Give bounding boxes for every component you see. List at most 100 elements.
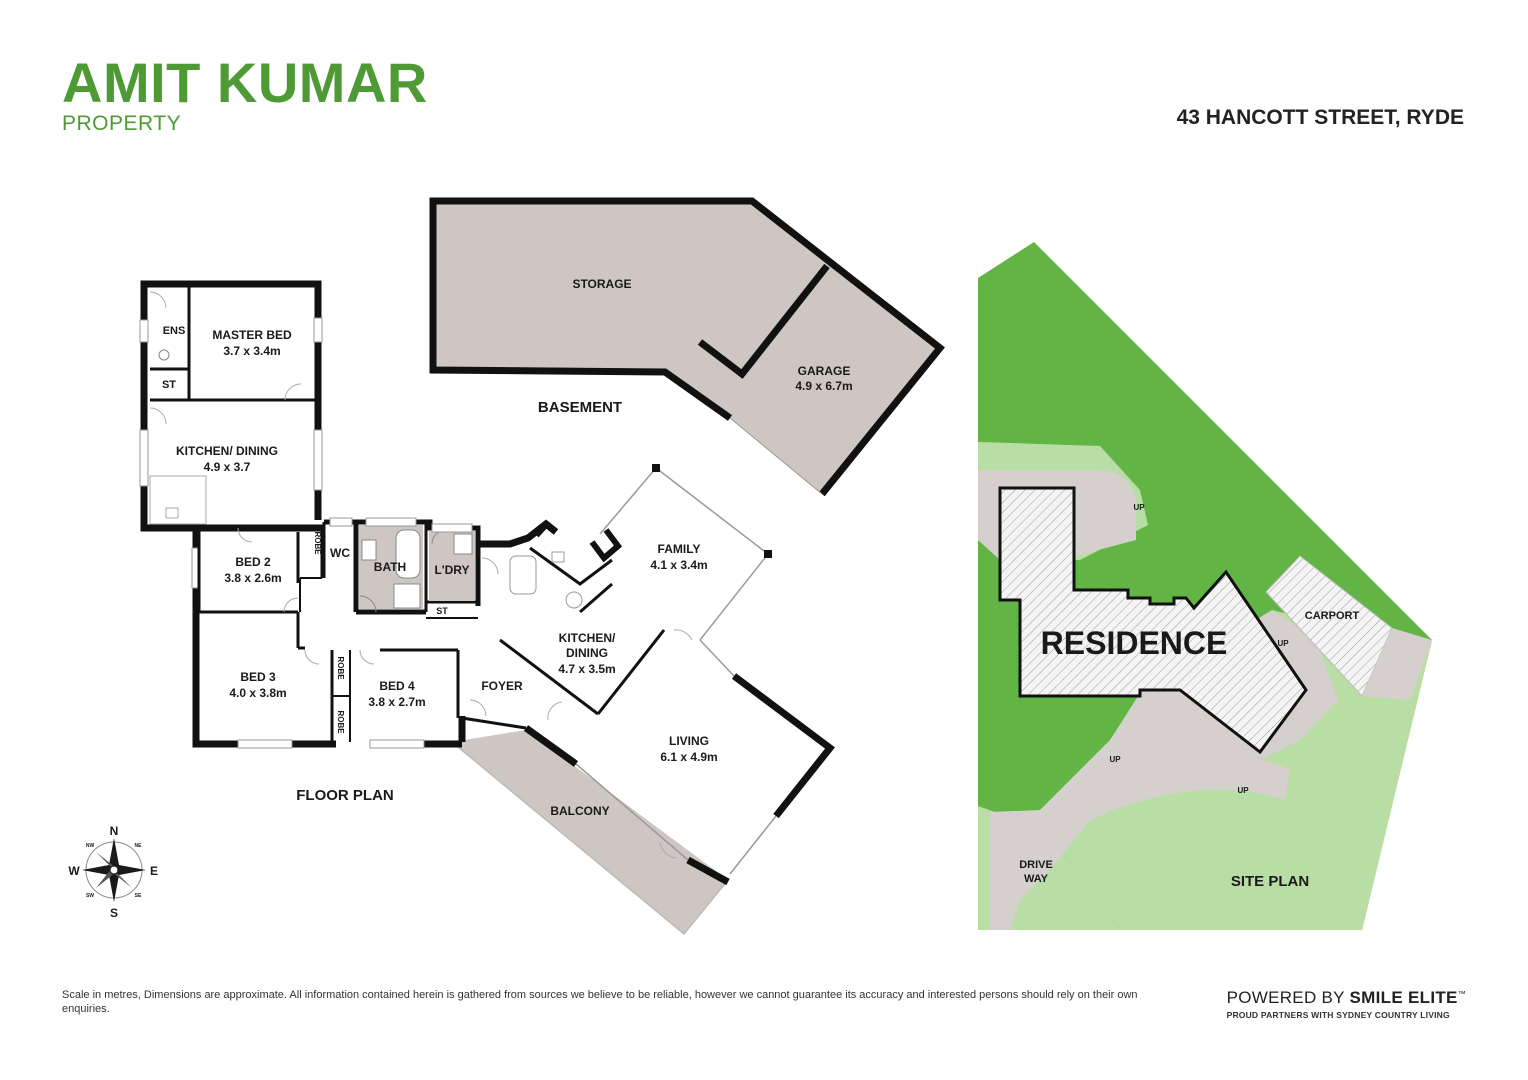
fridge xyxy=(509,555,537,595)
master-bed-label: MASTER BED xyxy=(212,328,292,342)
door-swing xyxy=(304,649,320,665)
stair-up-label: UP xyxy=(1133,503,1145,512)
compass-north: N xyxy=(110,824,119,838)
balcony-edge xyxy=(451,741,729,936)
kitchen-island xyxy=(579,582,613,614)
driveway-label: DRIVE xyxy=(1019,859,1053,871)
window xyxy=(313,317,323,343)
laundry-tub xyxy=(453,533,473,555)
bed4-label: BED 4 xyxy=(379,679,415,693)
window xyxy=(369,739,425,749)
door-swing xyxy=(659,841,677,859)
garage-partition-wall xyxy=(697,263,830,379)
laundry-label: L'DRY xyxy=(434,563,469,577)
window xyxy=(313,429,323,491)
partners-line: PROUD PARTNERS WITH SYDNEY COUNTRY LIVIN… xyxy=(1226,1010,1450,1020)
storage-label: STORAGE xyxy=(572,277,631,291)
kitchen-bench-wall xyxy=(529,546,613,586)
wall-post xyxy=(652,464,660,472)
powered-by-block: POWERED BY SMILE ELITE™ PROUD PARTNERS W… xyxy=(1227,988,1466,1020)
compass-west: W xyxy=(68,864,80,878)
wall-post xyxy=(764,550,772,558)
family-window xyxy=(699,553,769,641)
family-label: FAMILY xyxy=(658,542,701,556)
window xyxy=(237,739,293,749)
stair-up-label: UP xyxy=(1277,639,1289,648)
bed3-label: BED 3 xyxy=(240,670,276,684)
window xyxy=(365,517,417,527)
compass-center xyxy=(109,865,119,875)
kitchen-sink xyxy=(551,551,565,563)
kitchen-bench xyxy=(149,475,207,525)
door-swing xyxy=(237,527,253,543)
powered-prefix: POWERED BY xyxy=(1226,988,1345,1007)
door-swing xyxy=(283,597,299,613)
kitchen-dining-left-label: KITCHEN/ DINING xyxy=(176,444,278,458)
kitchen-dining-label: KITCHEN/ xyxy=(559,631,616,645)
balcony-floor xyxy=(452,730,728,934)
upper-wing-wall xyxy=(140,280,322,320)
family-window xyxy=(599,467,657,535)
basement-wall xyxy=(429,197,945,497)
floor-plan-title: FLOOR PLAN xyxy=(296,787,394,804)
powered-brand: SMILE ELITE xyxy=(1349,988,1458,1007)
door-swing xyxy=(359,649,375,665)
robe-label: ROBE xyxy=(336,710,345,734)
living-wall xyxy=(699,639,735,677)
upper-wing-wall-left xyxy=(140,340,324,532)
bed4-dimension: 3.8 x 2.7m xyxy=(368,695,425,709)
garage-label: GARAGE xyxy=(798,364,851,378)
living-dimension: 6.1 x 4.9m xyxy=(660,750,717,764)
driveway-label-2: WAY xyxy=(1024,873,1049,885)
door-swing xyxy=(673,629,693,641)
living-label: LIVING xyxy=(669,734,709,748)
bath-label: BATH xyxy=(374,560,406,574)
living-window xyxy=(575,763,689,861)
living-wall xyxy=(731,673,835,819)
site-plan: RESIDENCE CARPORT DRIVE WAY UP UP UP UP … xyxy=(978,242,1432,930)
st-label: ST xyxy=(436,606,448,616)
trademark: ™ xyxy=(1457,989,1466,999)
door-swing xyxy=(284,383,302,401)
family-window xyxy=(655,467,769,555)
floor-plan: ENS MASTER BED 3.7 x 3.4m ST KITCHEN/ DI… xyxy=(139,280,835,936)
compass-nw: NW xyxy=(86,843,95,849)
vanity xyxy=(361,539,377,561)
kitchen-sink xyxy=(165,507,179,519)
robe-label: ROBE xyxy=(336,656,345,680)
window xyxy=(139,319,149,343)
living-wall xyxy=(686,856,730,886)
cooktop xyxy=(565,591,583,609)
door-swing xyxy=(469,699,487,717)
brand-subtitle: PROPERTY xyxy=(62,112,182,135)
kitchen-dining-dimension: 4.7 x 3.5m xyxy=(558,662,615,676)
bed3-dimension: 4.0 x 3.8m xyxy=(229,686,286,700)
kitchen-dining-left-dimension: 4.9 x 3.7 xyxy=(204,460,251,474)
garage-door-line xyxy=(729,417,823,495)
basement-floor xyxy=(433,201,940,494)
door-swing xyxy=(481,557,499,575)
wall xyxy=(596,629,666,715)
window xyxy=(431,523,473,533)
compass-sw: SW xyxy=(86,893,94,899)
living-wall xyxy=(523,725,579,767)
wall xyxy=(533,521,549,538)
bed-wing-wall xyxy=(192,528,238,748)
robe-label: ROBE xyxy=(313,531,322,555)
st-label: ST xyxy=(162,379,176,391)
wall xyxy=(589,528,623,563)
wall xyxy=(461,716,527,730)
door-swing xyxy=(547,701,563,721)
family-dimension: 4.1 x 3.4m xyxy=(650,558,707,572)
driveway-curve xyxy=(990,754,1290,930)
compass-east: E xyxy=(150,864,158,878)
compass-ne: NE xyxy=(135,843,143,849)
balcony-label: BALCONY xyxy=(550,804,609,818)
wall xyxy=(499,638,599,716)
residence-footprint xyxy=(998,486,1308,755)
disclaimer-text: Scale in metres, Dimensions are approxim… xyxy=(62,989,1138,1015)
bed2-label: BED 2 xyxy=(235,555,271,569)
master-bed-dimension: 3.7 x 3.4m xyxy=(223,344,280,358)
window xyxy=(329,517,353,527)
